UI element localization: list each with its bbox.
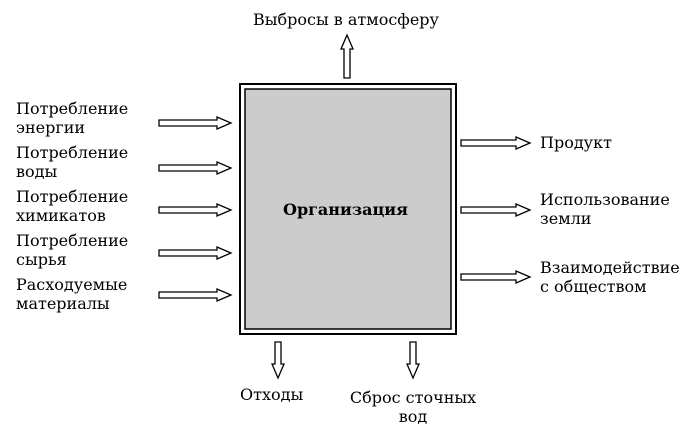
input-label-line2: материалы (16, 294, 110, 313)
input-label-chemicals: Потребление химикатов (16, 187, 128, 225)
output-arrow-2 (460, 203, 532, 217)
input-label-line2: сырья (16, 250, 67, 269)
output-arrow-1 (460, 136, 532, 150)
input-arrow-1 (158, 116, 233, 130)
output-label-line2: с обществом (540, 277, 647, 296)
input-label-line2: энергии (16, 118, 86, 137)
input-label-line2: химикатов (16, 206, 106, 225)
organization-label: Организация (283, 200, 408, 219)
input-label-line2: воды (16, 162, 58, 181)
input-label-line1: Потребление (16, 231, 129, 250)
bottom-output-arrow-1 (271, 341, 285, 380)
bottom-output-line1: Отходы (240, 385, 304, 404)
input-arrow-5 (158, 288, 233, 302)
bottom-output-wastewater: Сброс сточных вод (348, 388, 478, 426)
output-label-line1: Использование (540, 190, 670, 209)
input-label-line1: Расходуемые (16, 275, 128, 294)
input-label-line1: Потребление (16, 187, 129, 206)
input-label-line1: Потребление (16, 99, 129, 118)
top-output-label: Выбросы в атмосферу (253, 10, 439, 29)
input-label-energy: Потребление энергии (16, 99, 128, 137)
output-label-product: Продукт (540, 133, 612, 152)
output-label-society: Взаимодействие с обществом (540, 258, 680, 296)
input-arrow-3 (158, 203, 233, 217)
bottom-output-waste: Отходы (240, 385, 303, 404)
input-arrow-4 (158, 246, 233, 260)
input-label-water: Потребление воды (16, 143, 128, 181)
output-label-line2: земли (540, 209, 592, 228)
top-output-arrow (340, 33, 354, 79)
organization-box (244, 88, 452, 330)
output-label-line1: Продукт (540, 133, 612, 152)
output-label-line1: Взаимодействие (540, 258, 680, 277)
bottom-output-line1: Сброс сточных (349, 388, 477, 407)
bottom-output-arrow-2 (406, 341, 420, 380)
output-arrow-3 (460, 270, 532, 284)
arrows-group (158, 33, 532, 380)
output-label-land: Использование земли (540, 190, 670, 228)
input-label-materials: Расходуемые материалы (16, 275, 127, 313)
bottom-output-line2: вод (398, 407, 428, 426)
input-label-raw: Потребление сырья (16, 231, 128, 269)
input-arrow-2 (158, 161, 233, 175)
input-label-line1: Потребление (16, 143, 129, 162)
